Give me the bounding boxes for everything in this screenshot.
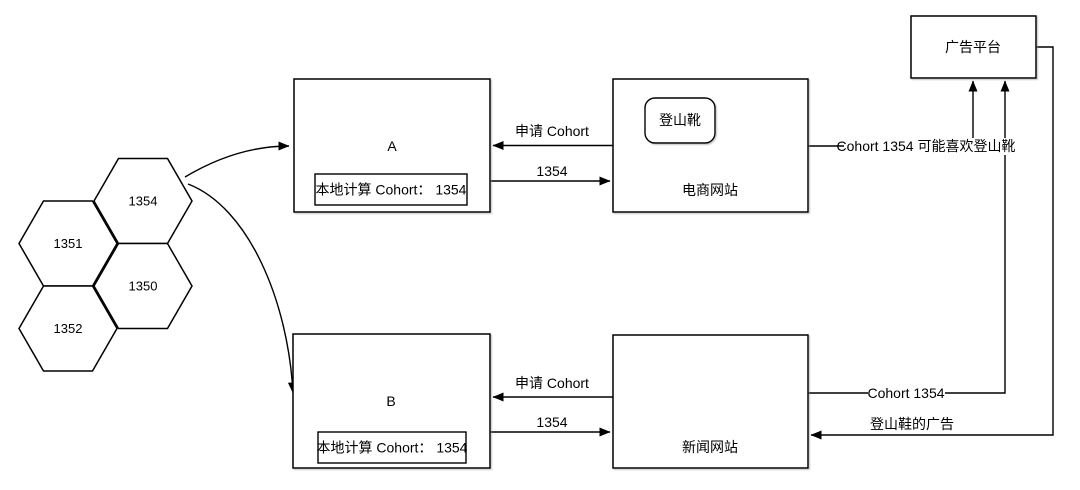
- hexagon-1351-label: 1351: [54, 236, 83, 251]
- node-browser-b-title: B: [386, 393, 395, 409]
- edge-adplatform-to-news: [810, 46, 1054, 440]
- product-hiking-boots-label: 登山靴: [659, 112, 701, 128]
- node-b-local-cohort-box: [317, 431, 467, 464]
- edge-ecom-to-adplatform: [808, 80, 978, 147]
- edge-label-bg: [868, 385, 945, 402]
- edge-label-bg: [844, 138, 1008, 155]
- node-ad-platform: 广告平台: [910, 15, 1037, 79]
- edge-label-ad-to-news: 登山鞋的广告: [870, 416, 954, 432]
- hexagon-1350-label: 1350: [129, 279, 158, 294]
- node-news-title: 新闻网站: [682, 439, 738, 455]
- node-browser-b: B 本地计算 Cohort： 1354: [292, 333, 491, 469]
- node-browser-a: A 本地计算 Cohort： 1354: [293, 78, 491, 213]
- node-browser-a-title: A: [387, 138, 397, 154]
- hexagon-1352-label: 1352: [54, 321, 83, 336]
- edge-label-request-cohort-a: 申请 Cohort: [515, 123, 589, 139]
- cohort-hexagon-cluster: 1354 1351 1350 1352: [18, 157, 193, 372]
- hexagon-1352: [18, 285, 118, 372]
- node-a-local-cohort-box: [314, 173, 468, 206]
- node-ad-platform-title: 广告平台: [945, 39, 1001, 55]
- node-ecommerce-site: 登山靴 电商网站: [612, 78, 809, 213]
- edge-hexagon-to-a: [184, 141, 290, 178]
- node-ecommerce-title: 电商网站: [682, 182, 738, 198]
- node-news-site: 新闻网站: [612, 334, 809, 469]
- hexagon-1350: [93, 242, 193, 330]
- hexagon-1354-label: 1354: [129, 194, 158, 209]
- edge-label-news-to-ad: Cohort 1354: [867, 385, 944, 401]
- node-b-local-cohort-label: 本地计算 Cohort： 1354: [317, 440, 468, 456]
- edge-label-cohort-value-a: 1354: [536, 163, 567, 179]
- node-a-local-cohort-label: 本地计算 Cohort： 1354: [316, 182, 467, 198]
- edge-label-ecom-to-ad: Cohort 1354 可能喜欢登山靴: [837, 138, 1016, 154]
- edge-news-to-adplatform: [808, 80, 1010, 394]
- edge-label-request-cohort-b: 申请 Cohort: [515, 375, 589, 391]
- product-hiking-boots-box: [644, 97, 716, 144]
- edge-label-cohort-value-b: 1354: [536, 414, 567, 430]
- edge-hexagon-to-b: [187, 183, 297, 394]
